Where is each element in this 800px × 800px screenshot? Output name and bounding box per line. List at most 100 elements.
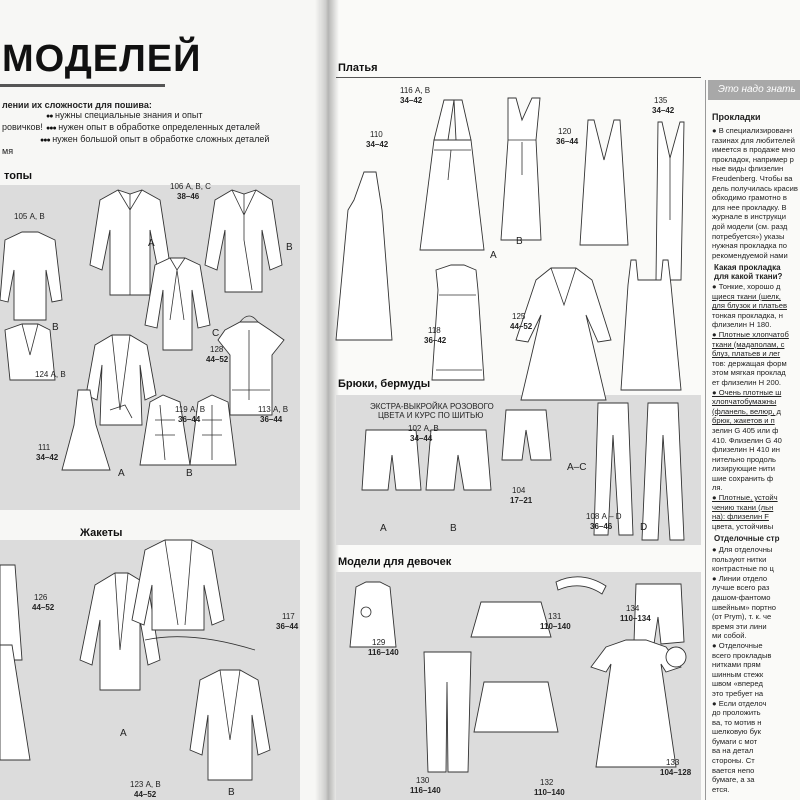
model-size: 17–21 [510, 496, 533, 505]
garment-sketch [0, 231, 63, 321]
garment-sketch [204, 189, 283, 293]
girls-sketches [349, 576, 687, 773]
model-number: 113 А, В [258, 405, 289, 414]
model-number: 119 А, В [175, 405, 206, 414]
garment-sketch [423, 651, 472, 773]
model-number: 128 [210, 345, 224, 354]
model-number: 133 [666, 758, 680, 767]
section-title-trousers: Брюки, бермуды [338, 378, 431, 390]
variant-letter: В [286, 242, 293, 253]
model-number: 108 А – D [586, 512, 622, 521]
model-number: 125 [512, 312, 526, 321]
model-size: 110–134 [620, 614, 651, 623]
garment-sketch [131, 539, 225, 631]
model-number: 106 А, В, С [170, 182, 211, 191]
section-title-girls: Модели для девочек [338, 556, 452, 568]
variant-letter: А [120, 728, 127, 739]
variant-letter: С [212, 328, 220, 339]
garment-sketch [620, 259, 682, 391]
trousers-sketches [361, 402, 685, 541]
title-underline [0, 84, 165, 87]
sidebar-subheading: Какая прокладка [714, 263, 781, 272]
model-number: 117 [282, 612, 295, 621]
model-size: 34–42 [652, 106, 675, 115]
flower-sketch [665, 646, 687, 668]
garment-sketch [4, 323, 56, 381]
model-size: 34–42 [36, 453, 59, 462]
garment-sketch [419, 99, 485, 251]
column-divider [705, 80, 706, 800]
extra-note: ЦВЕТА И КУРС ПО ШИТЬЮ [378, 411, 484, 420]
model-number: 123 А, В [130, 780, 161, 789]
garment-sketch [555, 576, 607, 595]
variant-letter: В [186, 468, 193, 479]
garment-sketch [61, 389, 111, 471]
model-size: 110–140 [540, 622, 571, 631]
dresses-sketches [335, 97, 685, 401]
section-title-jackets: Жакеты [80, 527, 123, 539]
legend-heading: лении их сложности для пошива: [2, 100, 152, 110]
model-number: 126 [34, 593, 48, 602]
model-number: 130 [416, 776, 430, 785]
model-number: 118 [428, 326, 441, 335]
tops-sketches [0, 189, 285, 781]
garment-sketch [89, 189, 171, 296]
page-title: МОДЕЛЕЙ [2, 38, 202, 80]
variant-letter: В [516, 236, 523, 247]
model-number: 111 [38, 443, 51, 452]
variant-letter: А [148, 238, 155, 249]
model-size: 36–44 [178, 415, 201, 424]
variant-letter: А [490, 250, 497, 261]
sidebar-paragraph: ● Для отделочны пользуют нитки контрастн… [712, 545, 776, 794]
model-number: 102 А, В [408, 424, 439, 433]
garment-sketch [655, 121, 685, 281]
legend-fragment: ровичков! [2, 122, 43, 132]
model-size: 44–52 [510, 322, 533, 331]
model-size: 110–140 [534, 788, 565, 797]
garment-sketch [500, 97, 542, 241]
model-number: 129 [372, 638, 386, 647]
sidebar-paragraph: ● Тонкие, хорошо д щиеся ткани (шелк, дл… [712, 282, 789, 531]
garment-sketch [641, 402, 685, 541]
belt-sketch [144, 636, 256, 651]
model-number: 134 [626, 604, 640, 613]
garment-sketch [189, 669, 271, 781]
sidebar-subheading: Отделочные стр [714, 534, 780, 543]
garment-sketch [431, 264, 485, 381]
model-size: 44–52 [134, 790, 157, 799]
sidebar-header-band: Это надо знать [708, 80, 800, 100]
model-size: 36–44 [556, 137, 579, 146]
model-size: 44–52 [206, 355, 229, 364]
sidebar-subheading: для какой ткани? [714, 272, 783, 281]
variant-letter: А [118, 468, 125, 479]
garment-sketch [139, 394, 191, 466]
legend-fragment: мя [2, 146, 14, 156]
model-number: 120 [558, 127, 572, 136]
model-size: 34–42 [400, 96, 423, 105]
page-gutter [315, 0, 339, 800]
model-size: 116–140 [368, 648, 399, 657]
garment-sketch [144, 257, 211, 351]
garment-sketch [85, 334, 157, 426]
garment-sketch [470, 601, 552, 638]
model-size: 104–128 [660, 768, 692, 777]
model-size: 36–42 [424, 336, 447, 345]
legend-item: ●● нужны специальные знания и опыт [46, 110, 203, 120]
section-rule [336, 77, 701, 78]
model-number: 110 [370, 130, 383, 139]
model-number: 135 [654, 96, 668, 105]
garment-sketch [473, 681, 559, 733]
legend-item: ●●● нужен опыт в обработке определенных … [46, 122, 260, 132]
model-number: 104 [512, 486, 526, 495]
model-size: 116–140 [410, 786, 441, 795]
model-number: 105 А, В [14, 212, 45, 221]
model-size: 44–52 [32, 603, 55, 612]
variant-letter: В [450, 523, 457, 534]
garment-sketch [579, 119, 629, 246]
garment-sketch [217, 315, 285, 416]
variant-letter: D [640, 522, 648, 533]
model-number: 116 А, В [400, 86, 431, 95]
model-size: 36–46 [590, 522, 613, 531]
section-title-dresses: Платья [338, 62, 378, 74]
